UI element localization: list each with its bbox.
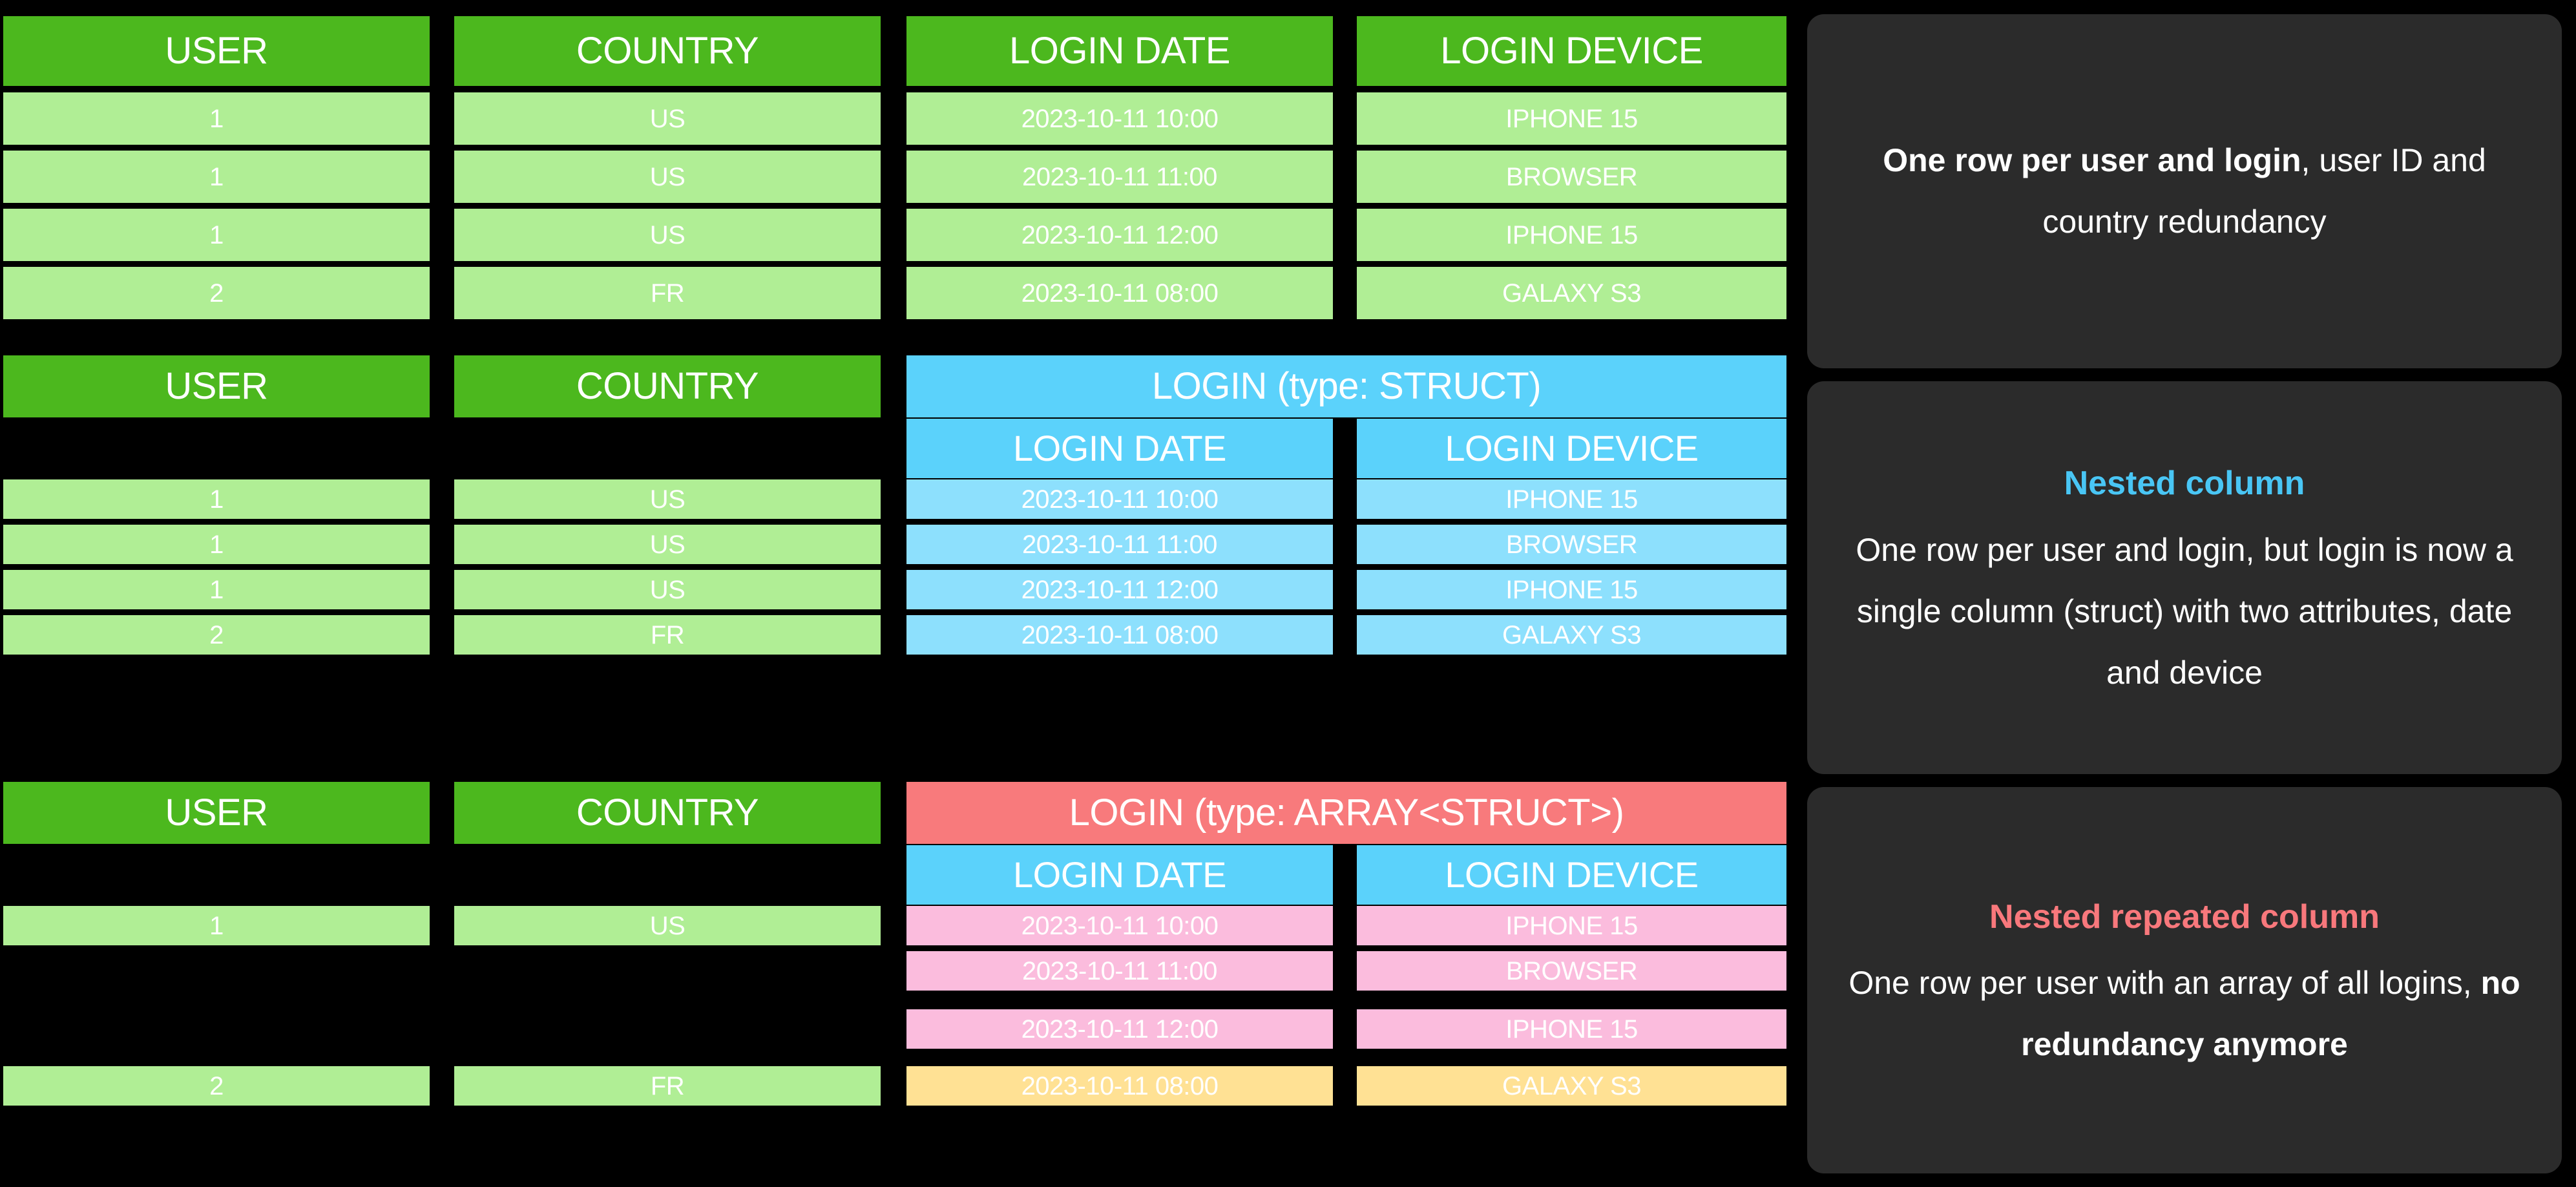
table-row: IPHONE 15 — [1357, 479, 1786, 519]
info-panel-array-struct-body-strong: no redundancy anymore — [2021, 965, 2520, 1063]
table-row: 2023-10-11 08:00 — [906, 267, 1333, 319]
table-row: 1 — [3, 92, 430, 145]
table-row: GALAXY S3 — [1357, 1066, 1786, 1106]
table-row: 2023-10-11 12:00 — [906, 570, 1333, 609]
section2-subheader-login-date: LOGIN DATE — [906, 419, 1333, 478]
info-panel-flat-body-rest: , user ID and country redundancy — [2042, 142, 2486, 240]
table-row: GALAXY S3 — [1357, 615, 1786, 655]
table-row: BROWSER — [1357, 951, 1786, 991]
section2-header-login-struct: LOGIN (type: STRUCT) — [906, 355, 1786, 417]
info-panel-struct-title: Nested column — [2064, 465, 2305, 503]
table-row: 2023-10-11 10:00 — [906, 906, 1333, 945]
table-row: 2023-10-11 12:00 — [906, 1009, 1333, 1049]
section1-header-login-date: LOGIN DATE — [906, 16, 1333, 86]
info-panel-array-struct-body-rest: One row per user with an array of all lo… — [1848, 965, 2481, 1002]
table-row: IPHONE 15 — [1357, 570, 1786, 609]
section3-header-country: COUNTRY — [454, 782, 881, 844]
table-row: 2023-10-11 12:00 — [906, 209, 1333, 261]
section3-subheader-login-date: LOGIN DATE — [906, 845, 1333, 905]
table-row: 2023-10-11 08:00 — [906, 1066, 1333, 1106]
table-row: 2023-10-11 10:00 — [906, 479, 1333, 519]
table-row: 2 — [3, 267, 430, 319]
table-row: FR — [454, 1066, 881, 1106]
section3-subheader-login-device: LOGIN DEVICE — [1357, 845, 1786, 905]
info-panel-array-struct-title: Nested repeated column — [1989, 898, 2380, 936]
table-row: 2023-10-11 10:00 — [906, 92, 1333, 145]
table-row: FR — [454, 615, 881, 655]
info-panel-array-struct: Nested repeated column One row per user … — [1807, 787, 2562, 1173]
table-row: 1 — [3, 479, 430, 519]
section1-header-login-device: LOGIN DEVICE — [1357, 16, 1786, 86]
table-row: 1 — [3, 570, 430, 609]
section2-header-user: USER — [3, 355, 430, 417]
info-panel-array-struct-body: One row per user with an array of all lo… — [1841, 952, 2528, 1075]
section3-header-user: USER — [3, 782, 430, 844]
section3-header-login-array-struct: LOGIN (type: ARRAY<STRUCT>) — [906, 782, 1786, 844]
section2-header-country: COUNTRY — [454, 355, 881, 417]
table-row: US — [454, 151, 881, 203]
table-row: 1 — [3, 525, 430, 564]
table-row: IPHONE 15 — [1357, 1009, 1786, 1049]
table-row: 1 — [3, 906, 430, 945]
table-row: GALAXY S3 — [1357, 267, 1786, 319]
table-row: US — [454, 570, 881, 609]
table-row: US — [454, 92, 881, 145]
table-row: 1 — [3, 209, 430, 261]
info-panel-flat-body-strong: One row per user and login — [1883, 142, 2301, 178]
table-row: IPHONE 15 — [1357, 209, 1786, 261]
table-row: 1 — [3, 151, 430, 203]
info-panel-flat: One row per user and login, user ID and … — [1807, 14, 2562, 368]
table-row: 2023-10-11 11:00 — [906, 525, 1333, 564]
section1-header-user: USER — [3, 16, 430, 86]
table-row: IPHONE 15 — [1357, 92, 1786, 145]
table-row: BROWSER — [1357, 151, 1786, 203]
info-panel-struct: Nested column One row per user and login… — [1807, 381, 2562, 774]
table-row: US — [454, 209, 881, 261]
table-row: 2023-10-11 11:00 — [906, 151, 1333, 203]
table-row: US — [454, 479, 881, 519]
table-row: US — [454, 906, 881, 945]
table-row: US — [454, 525, 881, 564]
table-row: 2023-10-11 11:00 — [906, 951, 1333, 991]
section2-subheader-login-device: LOGIN DEVICE — [1357, 419, 1786, 478]
info-panel-struct-body: One row per user and login, but login is… — [1856, 531, 2513, 691]
section1-header-country: COUNTRY — [454, 16, 881, 86]
info-panel-flat-body: One row per user and login, user ID and … — [1841, 130, 2528, 253]
table-row: 2 — [3, 615, 430, 655]
table-row: 2023-10-11 08:00 — [906, 615, 1333, 655]
table-row: IPHONE 15 — [1357, 906, 1786, 945]
table-row: FR — [454, 267, 881, 319]
table-row: 2 — [3, 1066, 430, 1106]
table-row: BROWSER — [1357, 525, 1786, 564]
